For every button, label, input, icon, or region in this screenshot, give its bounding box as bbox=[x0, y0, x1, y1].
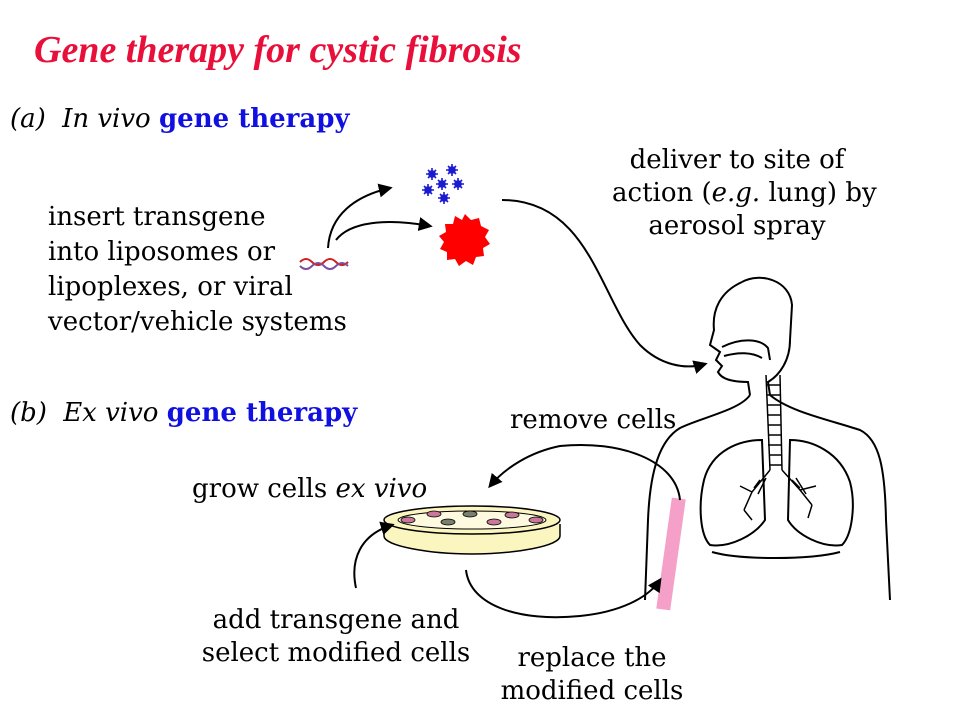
add-transgene-label: add transgene and select modified cells bbox=[200, 604, 472, 670]
deliver-line-3: aerosol spray bbox=[648, 211, 826, 241]
remove-cells-label: remove cells bbox=[510, 405, 677, 435]
add-line-2: select modified cells bbox=[201, 638, 471, 668]
in-vivo-prefix: (a) bbox=[10, 104, 46, 134]
deliver-line-2a: action ( bbox=[612, 178, 712, 208]
deliver-line-1: deliver to site of bbox=[629, 145, 845, 175]
deliver-text: deliver to site of action (e.g. lung) by… bbox=[612, 144, 877, 243]
deliver-line-2: action (e.g. lung) by bbox=[612, 177, 877, 210]
ex-vivo-prefix: (b) bbox=[10, 398, 47, 428]
ex-vivo-bold: gene therapy bbox=[166, 398, 358, 428]
replace-line-1: replace the bbox=[517, 643, 667, 673]
arrow-add-transgene bbox=[353, 521, 395, 589]
insert-line-1: insert transgene bbox=[48, 202, 266, 232]
grow-cells-label: grow cells ex vivo bbox=[192, 474, 427, 504]
insert-line-2: into liposomes or bbox=[48, 237, 276, 267]
grow-cells-b: ex vivo bbox=[335, 474, 428, 504]
insert-line-3: lipoplexes, or viral bbox=[48, 272, 293, 302]
viral-particles-icon bbox=[422, 164, 464, 204]
deliver-line-2b: e.g. bbox=[711, 178, 761, 208]
replace-cells-label: replace the modified cells bbox=[492, 642, 692, 708]
arrow-replace-cells bbox=[465, 569, 662, 619]
ex-vivo-heading: (b) Ex vivo gene therapy bbox=[10, 398, 357, 428]
replace-line-2: modified cells bbox=[500, 676, 684, 706]
dna-strand-icon bbox=[299, 258, 349, 270]
trachea-icon bbox=[739, 374, 817, 521]
in-vivo-heading: (a) In vivo gene therapy bbox=[10, 104, 349, 134]
petri-dish-icon bbox=[383, 505, 561, 555]
arrow-to-airway bbox=[501, 199, 708, 374]
in-vivo-bold: gene therapy bbox=[158, 104, 350, 134]
grow-cells-a: grow cells bbox=[192, 474, 336, 504]
insert-transgene-text: insert transgene into liposomes or lipop… bbox=[48, 200, 347, 340]
arrow-to-liposome bbox=[335, 217, 433, 241]
page-title: Gene therapy for cystic fibrosis bbox=[34, 29, 522, 71]
liposome-icon bbox=[439, 214, 490, 266]
in-vivo-italic: In vivo bbox=[62, 104, 151, 134]
arrow-dna-to-viruses bbox=[327, 183, 393, 249]
arrow-remove-cells bbox=[488, 444, 681, 501]
add-line-1: add transgene and bbox=[212, 605, 460, 635]
deliver-line-2c: lung) by bbox=[760, 178, 877, 208]
ex-vivo-italic: Ex vivo bbox=[63, 398, 159, 428]
insert-line-4: vector/vehicle systems bbox=[48, 307, 347, 337]
cell-strip-icon bbox=[656, 497, 686, 611]
human-torso-icon bbox=[644, 276, 891, 601]
